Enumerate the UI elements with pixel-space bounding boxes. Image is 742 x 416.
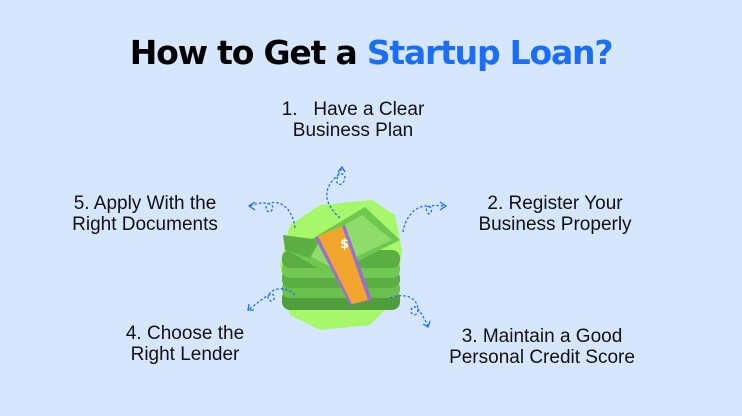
step-2: 2. Register Your Business Properly	[455, 193, 655, 235]
step-3-line2: Personal Credit Score	[449, 347, 635, 368]
step-1-line1: 1. Have a Clear	[281, 99, 425, 120]
step-5: 5. Apply With the Right Documents	[50, 193, 240, 235]
step-3: 3. Maintain a Good Personal Credit Score	[422, 326, 662, 368]
title-accent: Startup Loan?	[366, 33, 614, 72]
step-4: 4. Choose the Right Lender	[100, 323, 270, 365]
step-4-line1: 4. Choose the	[125, 323, 245, 344]
step-2-line2: Business Properly	[478, 214, 632, 235]
step-5-line2: Right Documents	[72, 214, 218, 235]
title-prefix: How to Get a	[129, 33, 367, 72]
page-title: How to Get a Startup Loan?	[0, 33, 742, 72]
step-2-line1: 2. Register Your	[487, 193, 623, 214]
svg-text:$: $	[340, 237, 349, 252]
step-1: 1. Have a Clear Business Plan	[258, 99, 448, 141]
step-5-line1: 5. Apply With the	[73, 193, 217, 214]
step-1-line2: Business Plan	[292, 120, 414, 141]
step-4-line2: Right Lender	[130, 344, 240, 365]
step-3-line1: 3. Maintain a Good	[461, 326, 623, 347]
